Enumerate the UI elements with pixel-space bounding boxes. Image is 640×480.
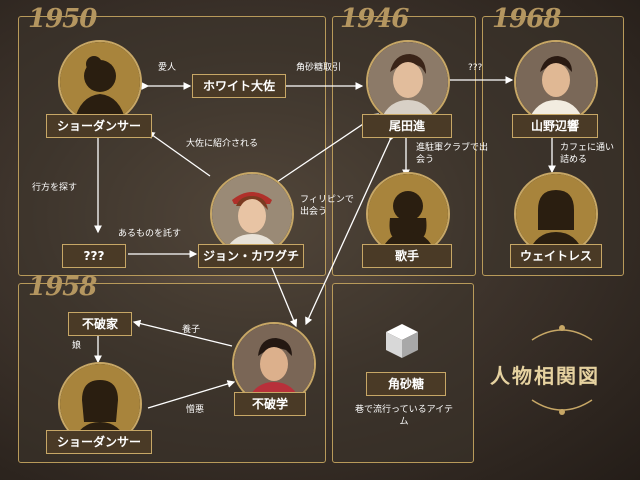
label-unknown: ??? (62, 244, 126, 268)
portrait-yamano (514, 40, 598, 124)
sugar-cube-icon (382, 320, 422, 364)
ornament-top (522, 318, 602, 348)
label-white: ホワイト大佐 (192, 74, 286, 98)
rel-club: 進駐軍クラブで出会う (416, 142, 496, 166)
rel-unknown: ??? (468, 62, 482, 74)
label-singer: 歌手 (362, 244, 452, 268)
rel-entrust: あるものを託す (118, 228, 181, 240)
rel-item-desc: 巷で流行っているアイテム (354, 404, 454, 428)
portrait-dancer1 (58, 40, 142, 124)
ornament-bottom (522, 392, 602, 422)
label-dancer1: ショーダンサー (46, 114, 152, 138)
silhouette-icon (60, 42, 140, 122)
rel-daughter: 娘 (72, 340, 81, 352)
rel-search: 行方を探す (32, 182, 77, 194)
rel-cafe: カフェに通い詰める (560, 142, 616, 166)
man-portrait-icon (368, 42, 448, 122)
label-kakuzato: 角砂糖 (366, 372, 446, 396)
diagram-title: 人物相関図 (490, 360, 600, 389)
rel-lover: 愛人 (158, 62, 176, 74)
rel-hatred: 憎悪 (186, 404, 204, 416)
silhouette-icon (368, 174, 448, 254)
silhouette-icon (516, 174, 596, 254)
label-yamano: 山野辺響 (512, 114, 598, 138)
label-fuwake: 不破家 (68, 312, 132, 336)
label-dancer2: ショーダンサー (46, 430, 152, 454)
rel-introduced: 大佐に紹介される (186, 138, 258, 150)
label-fuwamanabu: 不破学 (234, 392, 306, 416)
rel-philippines: フィリピンで出会う (300, 194, 354, 218)
label-odasusumu: 尾田進 (362, 114, 452, 138)
label-john: ジョン・カワグチ (198, 244, 304, 268)
man-portrait-icon (212, 174, 292, 254)
man-portrait-icon (516, 42, 596, 122)
label-waitress: ウェイトレス (510, 244, 602, 268)
portrait-odasusumu (366, 40, 450, 124)
rel-sugar-deal: 角砂糖取引 (296, 62, 341, 74)
rel-adopted: 養子 (182, 324, 200, 336)
